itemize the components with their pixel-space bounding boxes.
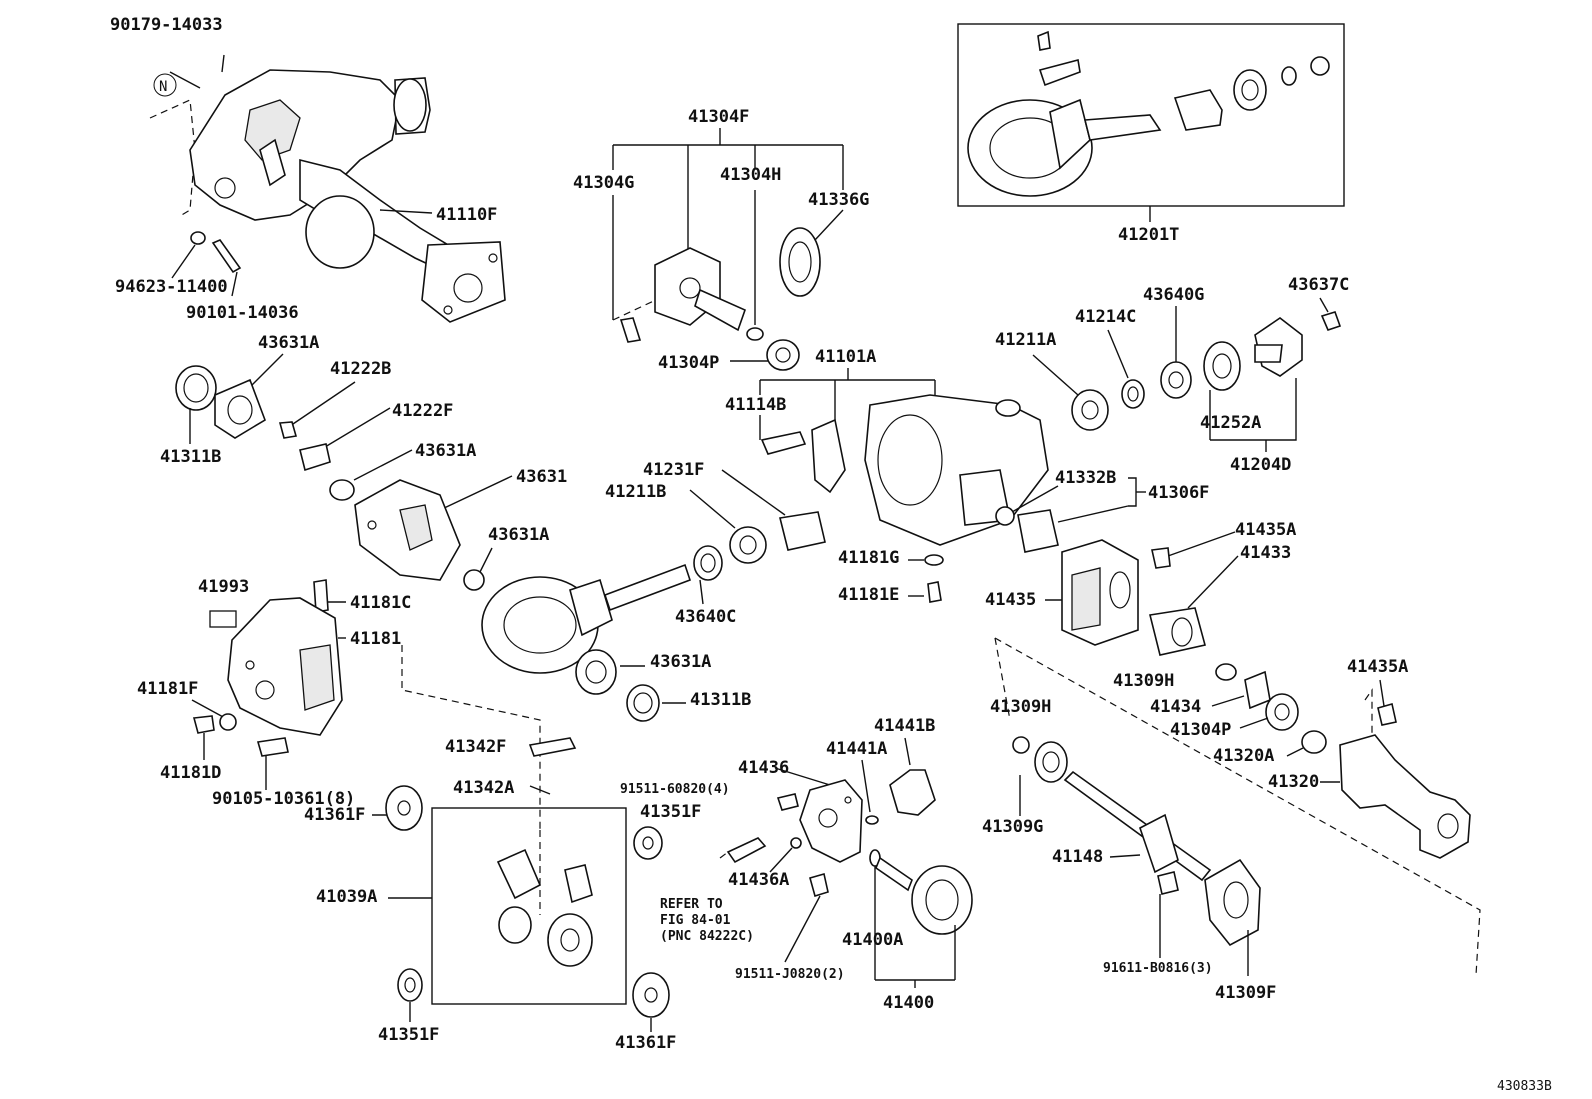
label-41441B: 41441B xyxy=(874,716,935,736)
label-43631A-second: 43631A xyxy=(415,441,476,461)
label-41110F: 41110F xyxy=(436,205,497,225)
label-41441A: 41441A xyxy=(826,739,887,759)
label-41320: 41320 xyxy=(1268,772,1319,792)
label-41309H-left: 41309H xyxy=(990,697,1051,717)
label-41181C: 41181C xyxy=(350,593,411,613)
label-41214C: 41214C xyxy=(1075,307,1136,327)
label-41101A: 41101A xyxy=(815,347,876,367)
label-41039A: 41039A xyxy=(316,887,377,907)
label-41361F-left: 41361F xyxy=(304,805,365,825)
label-41336G: 41336G xyxy=(808,190,869,210)
label-41434: 41434 xyxy=(1150,697,1201,717)
label-41148: 41148 xyxy=(1052,847,1103,867)
ring-gear-pinion-drawing xyxy=(481,563,692,674)
label-41114B: 41114B xyxy=(725,395,786,415)
label-41320A: 41320A xyxy=(1213,746,1274,766)
label-41181G: 41181G xyxy=(838,548,899,568)
label-41181: 41181 xyxy=(350,629,401,649)
label-91511-J0820: 91511-J0820(2) xyxy=(735,967,845,982)
label-41181F: 41181F xyxy=(137,679,198,699)
label-41211B: 41211B xyxy=(605,482,666,502)
label-41400A: 41400A xyxy=(842,930,903,950)
label-41304G: 41304G xyxy=(573,173,634,193)
diff-gear-kit-box xyxy=(431,807,627,1005)
extension-housing-drawing xyxy=(1061,539,1139,646)
label-43631: 43631 xyxy=(516,467,567,487)
differential-cover-drawing xyxy=(227,597,343,736)
label-43631A-first: 43631A xyxy=(258,333,319,353)
label-41231F: 41231F xyxy=(643,460,704,480)
ring-pinion-set-box xyxy=(957,23,1345,207)
label-41304H: 41304H xyxy=(720,165,781,185)
label-90105-10361: 90105-10361(8) xyxy=(212,789,355,809)
note-line-1: REFER TO xyxy=(660,897,723,912)
axle-housing-assembly-drawing xyxy=(149,54,506,323)
label-41435A-upper: 41435A xyxy=(1235,520,1296,540)
label-41204D: 41204D xyxy=(1230,455,1291,475)
label-90179-14033: 90179-14033 xyxy=(110,15,223,35)
label-41309F: 41309F xyxy=(1215,983,1276,1003)
label-41222F: 41222F xyxy=(392,401,453,421)
label-91511-60820: 91511-60820(4) xyxy=(620,782,730,797)
label-41211A: 41211A xyxy=(995,330,1056,350)
label-91611-B0816: 91611-B0816(3) xyxy=(1103,961,1213,976)
label-41351F-center: 41351F xyxy=(640,802,701,822)
note-line-3: (PNC 84222C) xyxy=(660,929,754,944)
ring-pinion-set-drawing xyxy=(967,30,1330,197)
label-41201T: 41201T xyxy=(1118,225,1179,245)
label-43631A-fourth: 43631A xyxy=(650,652,711,672)
axle-shaft-flange-drawing xyxy=(654,247,746,332)
label-41361F-right: 41361F xyxy=(615,1033,676,1053)
label-41304P-upper: 41304P xyxy=(658,353,719,373)
label-90101-14036: 90101-14036 xyxy=(186,303,299,323)
label-41993: 41993 xyxy=(198,577,249,597)
label-43640C: 43640C xyxy=(675,607,736,627)
output-shaft-drawing xyxy=(1063,770,1261,947)
label-41400: 41400 xyxy=(883,993,934,1013)
figure-code: 430833B xyxy=(1497,1079,1552,1094)
label-41304P-lower: 41304P xyxy=(1170,720,1231,740)
axle-tube-drawing xyxy=(1339,734,1471,859)
label-41342F: 41342F xyxy=(445,737,506,757)
label-41435: 41435 xyxy=(985,590,1036,610)
differential-gears-drawing xyxy=(496,848,593,967)
label-41222B: 41222B xyxy=(330,359,391,379)
differential-case-drawing xyxy=(354,479,461,581)
label-41342A: 41342A xyxy=(453,778,514,798)
label-41304F: 41304F xyxy=(688,107,749,127)
label-94623-11400: 94623-11400 xyxy=(115,277,228,297)
label-43640G: 43640G xyxy=(1143,285,1204,305)
label-41309G: 41309G xyxy=(982,817,1043,837)
n-marker-letter: N xyxy=(159,79,167,95)
actuator-housing-drawing xyxy=(799,779,863,863)
label-41181E: 41181E xyxy=(838,585,899,605)
part-41993-box xyxy=(209,610,237,628)
label-43637C: 43637C xyxy=(1288,275,1349,295)
label-41181D: 41181D xyxy=(160,763,221,783)
label-41433: 41433 xyxy=(1240,543,1291,563)
label-41435A-lower: 41435A xyxy=(1347,657,1408,677)
label-43631A-third: 43631A xyxy=(488,525,549,545)
label-41311B-left: 41311B xyxy=(160,447,221,467)
label-41252A: 41252A xyxy=(1200,413,1261,433)
label-41309H-right: 41309H xyxy=(1113,671,1174,691)
label-41436A: 41436A xyxy=(728,870,789,890)
label-41332B: 41332B xyxy=(1055,468,1116,488)
n-marker-circle xyxy=(153,73,177,97)
label-41436: 41436 xyxy=(738,758,789,778)
label-41351F-left: 41351F xyxy=(378,1025,439,1045)
label-41306F: 41306F xyxy=(1148,483,1209,503)
label-41311B-center: 41311B xyxy=(690,690,751,710)
note-line-2: FIG 84-01 xyxy=(660,913,731,928)
